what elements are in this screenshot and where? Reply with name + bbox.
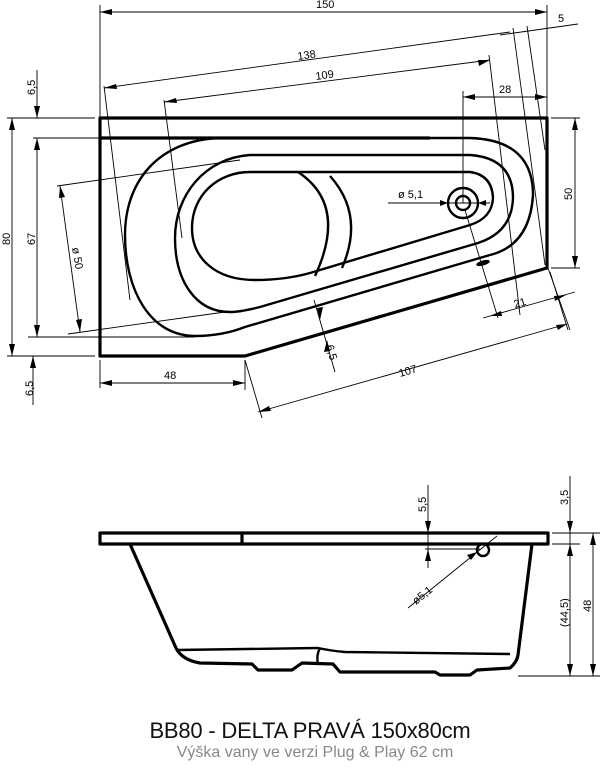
dim-rim-side: 21 — [513, 296, 528, 311]
dim-basin-diameter: ø 50 — [69, 246, 85, 270]
dim-front-slant-length: 107 — [398, 363, 419, 380]
seat-arc-1 — [297, 170, 330, 277]
dim-rim-top: 6,5 — [26, 80, 38, 95]
dim-diagonal-outer: 138 — [297, 49, 317, 63]
basin-middle-contour — [173, 153, 515, 314]
tub-rim — [98, 531, 550, 546]
title-block: BB80 - DELTA PRAVÁ 150x80cm Výška vany v… — [0, 718, 600, 762]
drawing-subtitle: Výška vany ve verzi Plug & Play 62 cm — [176, 744, 454, 761]
top-view: 150 5 138 109 28 80 — [1, 0, 580, 419]
basin-outer-contour — [123, 136, 535, 338]
dim-overflow-diameter: ø5,1 — [410, 584, 435, 607]
dim-overall-width: 80 — [1, 233, 13, 245]
seat-arc-2 — [329, 175, 353, 269]
dim-diagonal-inner: 109 — [315, 69, 335, 83]
dim-rim-thickness: 3,5 — [559, 490, 571, 505]
side-view: 5,5 ø5,1 3,5 (44,5) 48 — [98, 476, 600, 677]
tub-bottom-step — [316, 647, 322, 666]
dim-rim-slant: 6,5 — [323, 344, 339, 362]
dim-overflow-offset: 5,5 — [417, 497, 429, 512]
dim-front-left-length: 48 — [164, 370, 176, 382]
tub-body — [128, 543, 534, 677]
tub-outline — [98, 116, 549, 358]
dim-total-height: 48 — [582, 600, 594, 612]
dim-rim-bottom: 6,5 — [24, 381, 36, 396]
dim-right-side-height: 50 — [563, 188, 575, 200]
dim-drain-offset: 28 — [499, 84, 511, 96]
dim-offset-right: 5 — [558, 13, 564, 25]
basin-inner-contour — [190, 170, 495, 282]
overflow-hole — [475, 542, 491, 558]
dim-overall-length: 150 — [316, 0, 334, 11]
dim-inner-width: 67 — [26, 233, 38, 245]
dim-drain-diameter: ø 5,1 — [398, 189, 423, 201]
dim-basin-depth: (44,5) — [559, 598, 571, 627]
overflow-marker — [476, 259, 490, 267]
drawing-title: BB80 - DELTA PRAVÁ 150x80cm — [149, 718, 471, 743]
tub-bottom-line — [175, 646, 511, 656]
